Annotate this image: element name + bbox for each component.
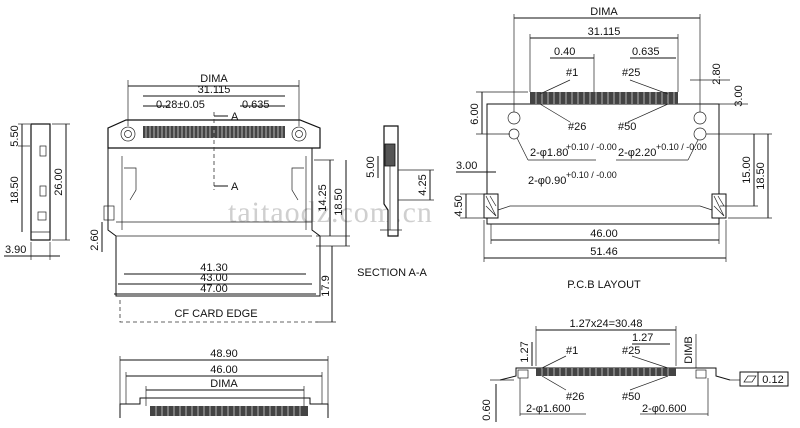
- side-view: 5.50 18.50 26.00 3.90: [4, 123, 70, 260]
- flatness-value: 0.12: [762, 374, 783, 386]
- pcb-layout-view: #1 #25 #26 #50 2-φ1.80 +0.10 / -0.00 2-φ…: [453, 6, 772, 291]
- pcb-layout-label: P.C.B LAYOUT: [567, 279, 641, 291]
- front-dim-18-50: 18.50: [333, 188, 345, 216]
- bottom-dim-46-00: 46.00: [210, 364, 238, 376]
- front-dima-label: DIMA: [200, 73, 228, 85]
- footprint-pad-row: [536, 368, 676, 376]
- footprint-hole-note-2: 2-φ0.600: [642, 403, 686, 415]
- pcb-hole-note-2: 2-φ2.20: [618, 147, 656, 159]
- footprint-dim-pitch: 1.27x24=30.48: [569, 318, 642, 330]
- mounting-hole-right: [291, 126, 307, 142]
- footprint-dimb-label: DIMB: [683, 336, 695, 364]
- pcb-hole-tol-3: +0.10 / -0.00: [566, 170, 617, 180]
- footprint-pin-25: #25: [622, 345, 640, 357]
- section-aa-view: 5.00 4.25 SECTION A-A: [357, 125, 434, 279]
- footprint-pin-1: #1: [566, 345, 578, 357]
- front-view: DIMA 31.115 0.28±0.05 0.635 A A 14.25 18…: [89, 73, 350, 323]
- pcb-dima-label: DIMA: [590, 6, 618, 18]
- section-mark-top: A: [231, 111, 239, 123]
- bottom-dim-48-90: 48.90: [210, 348, 238, 360]
- side-dim-3-90: 3.90: [5, 244, 26, 256]
- pcb-hole-1-80: [508, 128, 520, 140]
- pcb-pin-1: #1: [566, 67, 578, 79]
- pcb-pin-26: #26: [568, 121, 586, 133]
- pcb-dim-6-00: 6.00: [469, 103, 481, 124]
- pcb-dim-31-115: 31.115: [588, 26, 621, 38]
- section-mark-bottom: A: [231, 181, 239, 193]
- footprint-view: 1.27x24=30.48 1.27 1.27 DIMB #1 #25 #26 …: [481, 318, 789, 422]
- pcb-pad-row: [530, 92, 678, 104]
- pcb-dim-46-00: 46.00: [590, 228, 618, 240]
- footprint-dim-0-60: 0.60: [481, 399, 493, 420]
- section-aa-label: SECTION A-A: [357, 267, 427, 279]
- side-latch: [39, 145, 47, 157]
- side-dim-26-00: 26.00: [53, 168, 65, 196]
- front-dim-31-115: 31.115: [198, 84, 231, 96]
- front-dim-14-25: 14.25: [317, 184, 329, 212]
- front-dim-0-28: 0.28±0.05: [156, 99, 205, 111]
- pcb-hole-tol-1: +0.10 / -0.00: [566, 142, 617, 152]
- bottom-view: 48.90 46.00 DIMA: [119, 348, 329, 418]
- footprint-pin-50: #50: [622, 391, 640, 403]
- pcb-hole-small: [693, 111, 707, 125]
- front-dim-0-635: 0.635: [242, 99, 270, 111]
- pcb-dim-3-00: 3.00: [733, 85, 745, 106]
- pcb-pin-25: #25: [622, 67, 640, 79]
- pcb-dim-3-00-left: 3.00: [456, 160, 477, 172]
- bottom-body: [119, 397, 329, 418]
- front-dim-2-60: 2.60: [89, 229, 101, 250]
- pcb-dim-15-00: 15.00: [741, 156, 753, 184]
- side-dim-5-50: 5.50: [9, 125, 21, 146]
- footprint-pin-26: #26: [566, 391, 584, 403]
- pcb-hole-note-3: 2-φ0.90: [528, 175, 566, 187]
- pcb-dim-0-40: 0.40: [554, 46, 575, 58]
- section-dim-4-25: 4.25: [417, 174, 429, 195]
- bottom-dima-label: DIMA: [210, 378, 238, 390]
- front-dim-43-00: 43.00: [200, 272, 228, 284]
- pcb-hole-small: [507, 111, 521, 125]
- flatness-icon: [743, 375, 757, 383]
- pcb-dim-4-50: 4.50: [453, 195, 465, 216]
- front-dim-47-00: 47.00: [200, 283, 228, 295]
- pcb-dim-51-46: 51.46: [590, 246, 618, 258]
- pcb-pin-50: #50: [618, 121, 636, 133]
- footprint-dim-1-27-top: 1.27: [632, 332, 653, 344]
- side-dim-18-50: 18.50: [9, 176, 21, 204]
- cf-card-edge-label: CF CARD EDGE: [174, 308, 257, 320]
- section-dim-5-00: 5.00: [365, 156, 377, 177]
- side-latch: [37, 211, 47, 221]
- pcb-hole-note-1: 2-φ1.80: [530, 147, 568, 159]
- pcb-dim-18-50: 18.50: [755, 162, 767, 190]
- front-dim-17-9: 17.9: [320, 275, 332, 296]
- side-body: [30, 123, 51, 241]
- side-latch: [39, 185, 47, 197]
- bottom-pin-row: [150, 406, 308, 416]
- footprint-dim-1-27-left: 1.27: [519, 341, 531, 362]
- cf-card-edge-outline: [119, 300, 318, 323]
- front-dim-41-30: 41.30: [200, 262, 228, 274]
- footprint-hole-note-1: 2-φ1.600: [526, 403, 570, 415]
- pcb-dim-2-80: 2.80: [711, 63, 723, 84]
- mounting-hole-left: [120, 126, 136, 142]
- pcb-dim-0-635: 0.635: [632, 46, 660, 58]
- flatness-symbol-box: [739, 371, 759, 387]
- front-frame: [107, 148, 321, 297]
- pcb-hole-tol-2: +0.10 / -0.00: [656, 142, 707, 152]
- pcb-hole-2-20: [693, 127, 707, 141]
